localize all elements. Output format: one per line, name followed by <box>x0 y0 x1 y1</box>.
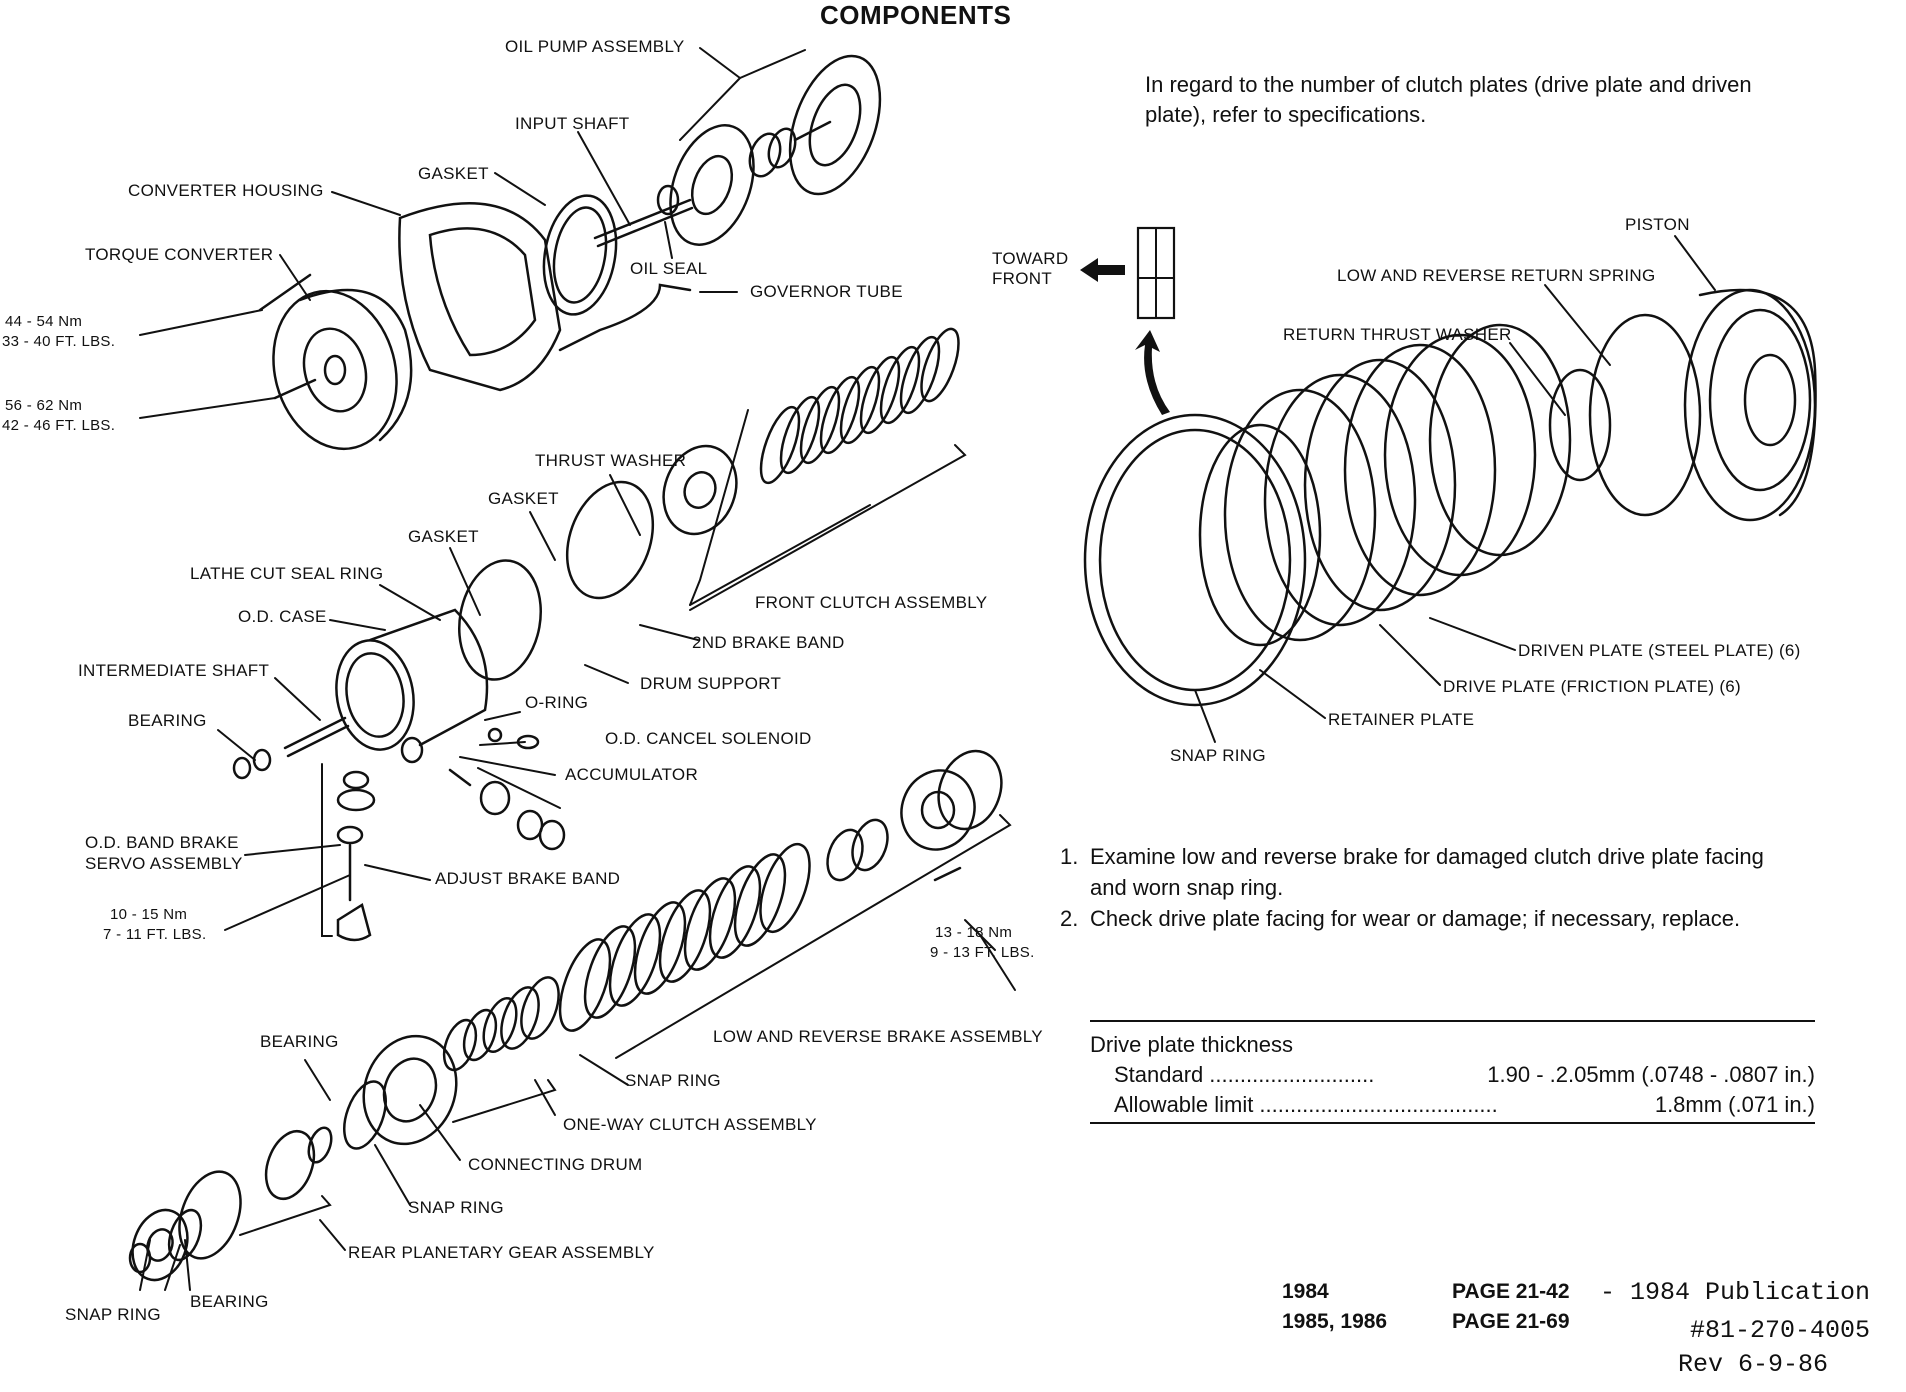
table-bottom-rule <box>1090 1122 1815 1124</box>
od-case-drawing <box>335 559 542 751</box>
spec-dots: ....................................... <box>1259 1092 1498 1117</box>
label-one-way-clutch-assembly: ONE-WAY CLUTCH ASSEMBLY <box>563 1115 817 1134</box>
label-input-shaft: INPUT SHAFT <box>515 114 630 133</box>
label-torque-2-ftlbs: 42 - 46 FT. LBS. <box>2 417 116 434</box>
label-piston: PISTON <box>1625 215 1690 234</box>
label-2nd-brake-band: 2ND BRAKE BAND <box>692 633 845 652</box>
governor-tube-drawing <box>558 283 692 352</box>
label-drive-plate: DRIVE PLATE (FRICTION PLATE) (6) <box>1443 677 1742 696</box>
label-lathe-cut-seal-ring: LATHE CUT SEAL RING <box>190 564 384 583</box>
label-accumulator: ACCUMULATOR <box>565 765 699 784</box>
spec-label: Allowable limit <box>1114 1092 1254 1117</box>
label-rear-planetary-gear-assembly: REAR PLANETARY GEAR ASSEMBLY <box>348 1243 655 1262</box>
label-converter-housing: CONVERTER HOUSING <box>128 181 324 200</box>
spec-value: 1.8mm (.071 in.) <box>1654 1092 1815 1117</box>
spec-row-allowable-limit: Allowable limit ........................… <box>1114 1092 1815 1118</box>
right-leader-lines <box>1194 235 1716 743</box>
step-number: 1. <box>1060 844 1079 869</box>
spec-dots: ........................... <box>1209 1062 1375 1087</box>
label-low-reverse-brake-assembly: LOW AND REVERSE BRAKE ASSEMBLY <box>713 1027 1043 1046</box>
label-retainer-plate: RETAINER PLATE <box>1328 710 1475 729</box>
torque-converter-drawing <box>272 288 413 451</box>
page-title: COMPONENTS <box>820 0 1012 30</box>
step-number: 2. <box>1060 905 1079 931</box>
label-drum-support: DRUM SUPPORT <box>640 674 782 693</box>
label-connecting-drum: CONNECTING DRUM <box>468 1155 643 1174</box>
spec-row-standard: Standard ........................... 1.9… <box>1114 1062 1815 1088</box>
spec-label: Standard <box>1114 1062 1204 1087</box>
label-low-reverse-return-spring: LOW AND REVERSE RETURN SPRING <box>1337 266 1656 285</box>
label-snap-ring-3: SNAP RING <box>65 1305 161 1324</box>
label-governor-tube: GOVERNOR TUBE <box>750 282 903 301</box>
bolt-drawings <box>258 273 317 400</box>
front-clutch-assembly-drawing <box>565 327 960 600</box>
low-reverse-brake-drawing <box>558 749 1003 1032</box>
footer-publication-number: #81-270-4005 <box>1690 1316 1871 1345</box>
label-torque-converter: TORQUE CONVERTER <box>85 245 274 264</box>
arrow-drawings <box>1080 258 1170 415</box>
low-reverse-brake-plates-drawing <box>1083 288 1817 707</box>
label-torque-4-ftlbs: 9 - 13 FT. LBS. <box>930 944 1035 961</box>
rear-planetary-gear-drawing <box>128 1126 333 1282</box>
footer-year-2: 1985, 1986 <box>1282 1310 1388 1333</box>
toward-front-indicator <box>1136 226 1176 320</box>
label-od-band-brake-2: SERVO ASSEMBLY <box>85 854 243 873</box>
one-way-clutch-drawing <box>343 976 560 1150</box>
label-snap-ring-2: SNAP RING <box>408 1198 504 1217</box>
label-od-cancel-solenoid: O.D. CANCEL SOLENOID <box>605 729 812 748</box>
leader-lines <box>139 47 1016 1291</box>
intermediate-shaft-drawing <box>232 716 350 780</box>
step-1: 1. Examine low and reverse brake for dam… <box>1060 842 1780 904</box>
label-driven-plate: DRIVEN PLATE (STEEL PLATE) (6) <box>1518 641 1801 660</box>
label-oil-pump-assembly: OIL PUMP ASSEMBLY <box>505 37 685 56</box>
label-od-band-brake-1: O.D. BAND BRAKE <box>85 833 239 852</box>
drive-plate-spec-table: Drive plate thickness Standard .........… <box>1090 1020 1815 1124</box>
step-text: Check drive plate facing for wear or dam… <box>1090 905 1741 931</box>
step-text: Examine low and reverse brake for damage… <box>1090 844 1764 900</box>
label-toward-front-1: TOWARD <box>992 249 1069 268</box>
step-2: 2. Check drive plate facing for wear or … <box>1060 904 1780 935</box>
label-adjust-brake-band: ADJUST BRAKE BAND <box>435 869 621 888</box>
label-return-thrust-washer: RETURN THRUST WASHER <box>1283 325 1512 344</box>
footer-year-1: 1984 <box>1282 1280 1329 1303</box>
label-torque-2-nm: 56 - 62 Nm <box>5 397 83 414</box>
footer-publication: - 1984 Publication <box>1600 1278 1871 1307</box>
label-bearing-2: BEARING <box>260 1032 339 1051</box>
label-thrust-washer: THRUST WASHER <box>535 451 687 470</box>
label-torque-1-ftlbs: 33 - 40 FT. LBS. <box>2 333 116 350</box>
footer-page-1: PAGE 21-42 <box>1452 1280 1570 1303</box>
spec-value: 1.90 - .2.05mm (.0748 - .0807 in.) <box>1487 1062 1815 1087</box>
label-front-clutch-assembly: FRONT CLUTCH ASSEMBLY <box>755 593 988 612</box>
label-gasket-3: GASKET <box>408 527 479 546</box>
table-top-rule <box>1090 1020 1815 1022</box>
label-gasket-1: GASKET <box>418 164 489 183</box>
label-torque-4-nm: 13 - 18 Nm <box>935 924 1013 941</box>
accumulator-drawing <box>400 727 566 851</box>
oil-pump-assembly-drawing <box>656 54 882 246</box>
label-oil-seal: OIL SEAL <box>630 259 708 278</box>
footer-revision: Rev 6-9-86 <box>1678 1350 1829 1379</box>
footer-page-2: PAGE 21-69 <box>1452 1310 1570 1333</box>
label-bearing-1: BEARING <box>128 711 207 730</box>
label-bearing-3: BEARING <box>190 1292 269 1311</box>
label-snap-ring-4: SNAP RING <box>1170 746 1266 765</box>
label-o-ring: O-RING <box>525 693 589 712</box>
label-torque-3-nm: 10 - 15 Nm <box>110 906 188 923</box>
label-snap-ring-1: SNAP RING <box>625 1071 721 1090</box>
label-torque-1-nm: 44 - 54 Nm <box>5 313 83 330</box>
converter-housing-drawing <box>398 202 562 392</box>
input-shaft-drawing <box>593 198 694 248</box>
servo-assembly-drawing <box>336 770 376 942</box>
clutch-plates-note: In regard to the number of clutch plates… <box>1145 72 1752 127</box>
label-toward-front-2: FRONT <box>992 269 1053 288</box>
label-od-case: O.D. CASE <box>238 607 327 626</box>
label-gasket-2: GASKET <box>488 489 559 508</box>
label-intermediate-shaft: INTERMEDIATE SHAFT <box>78 661 270 680</box>
label-torque-3-ftlbs: 7 - 11 FT. LBS. <box>103 926 207 943</box>
spec-heading: Drive plate thickness <box>1090 1032 1293 1057</box>
inspection-steps: 1. Examine low and reverse brake for dam… <box>1060 842 1780 934</box>
